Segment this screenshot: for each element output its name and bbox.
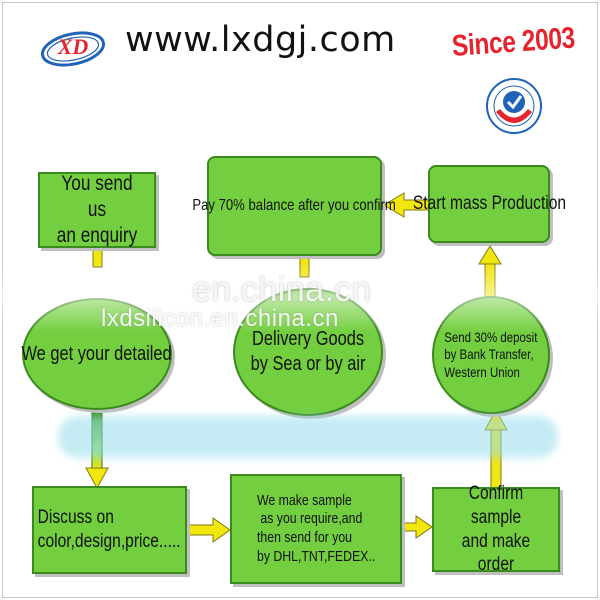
step-discuss: Discuss on color,design,price..... [32,486,187,574]
arrow-mass-balance [383,192,431,218]
step-sample-text: We make sample as you require,and then s… [256,491,376,565]
step-discuss-text: Discuss on color,design,price..... [38,507,181,552]
step-enquiry: You send us an enquiry [38,172,156,248]
xd-logo: XD [41,31,105,67]
step-sample: We make sample as you require,and then s… [230,474,402,584]
step-mass-production-text: Start mass Production [412,193,566,215]
watermark-band [0,262,600,332]
step-balance: Pay 70% balance after you confirm [193,156,396,256]
blurred-watermark-band [58,416,558,458]
watermark-secondary: lxdsilicon.en.china.cn [101,305,339,332]
step-detailed-text: We get your detailed [21,342,173,365]
step-enquiry-text: You send us an enquiry [56,171,138,248]
step-confirm: Confirm sample and make order [432,483,560,575]
step-delivery-text: Delivery Goods by Sea or by air [250,328,366,375]
site-url: www.lxdgj.com [125,20,396,60]
arrow-discuss-sample [187,517,231,543]
step-balance-text: Pay 70% balance after you confirm [192,197,397,214]
arrow-sample-confirm [401,515,433,539]
step-confirm-text: Confirm sample and make order [461,483,531,576]
step-mass-production: Start mass Production [412,165,566,243]
quality-seal-icon [486,78,542,134]
watermark-primary: en.china.cn [192,270,372,309]
step-deposit-text: Send 30% deposit by Bank Transfer, Weste… [444,328,538,380]
svg-text:XD: XD [57,34,89,59]
